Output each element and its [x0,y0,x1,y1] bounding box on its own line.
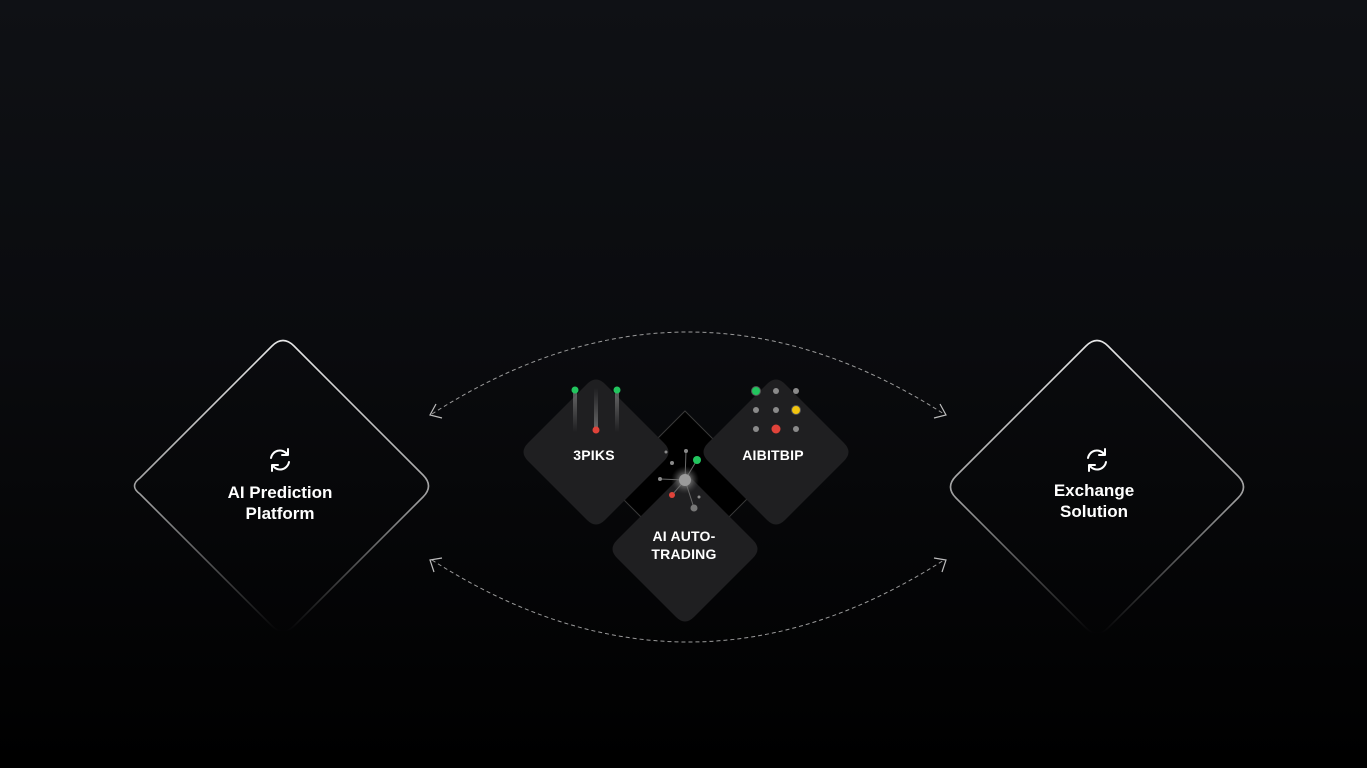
aibitbip-dot [753,426,759,432]
aibitbip-dot-yellow [791,405,801,415]
top-arrow-arc [431,331,945,415]
aibitbip-label: AIBITBIP [713,446,833,464]
aibitbip-dot [773,407,779,413]
network-node [690,504,698,512]
aibitbip-dot [773,388,779,394]
network-node [684,449,688,453]
piks-label: 3PIKS [534,446,654,464]
hub-core [679,474,691,486]
network-node-green [693,456,701,464]
network-node [658,477,662,481]
piks-bar-1 [573,390,577,432]
piks-bar-1-dot [571,386,579,394]
network-node [697,495,701,499]
aibitbip-dot-red [771,424,781,434]
piks-bar-2-dot [592,426,600,434]
autotrading-label: AI AUTO- TRADING [624,527,744,563]
piks-label-text: 3PIKS [573,447,615,463]
piks-bar-3 [615,390,619,432]
aibitbip-dot [753,407,759,413]
piks-diamond [523,379,669,525]
bottom-arrow-right-head [933,557,947,573]
aibitbip-label-text: AIBITBIP [742,447,804,463]
aibitbip-dot [793,426,799,432]
network-node-red [669,492,675,498]
refresh-icon [1083,446,1111,474]
network-node [664,450,668,454]
network-node [670,461,674,465]
aibitbip-dot-grid [751,386,801,434]
right-node-line2: Solution [1060,502,1128,521]
aibitbip-dot [793,388,799,394]
right-diamond [949,339,1245,635]
piks-bar-3-dot [613,386,621,394]
autotrading-line1: AI AUTO- [652,528,716,544]
autotrading-line2: TRADING [651,546,717,562]
exchange-solution-label: Exchange Solution [994,480,1194,522]
bottom-arrow-left-head [429,557,443,573]
bottom-arrow-arc [431,559,945,643]
right-node-line1: Exchange [1053,481,1135,500]
top-arrow-right-head [933,403,947,419]
left-diamond [133,339,430,633]
ai-prediction-platform-label: AI Prediction Platform [180,482,380,524]
left-node-line2: Platform [245,504,315,523]
left-node-line1: AI Prediction [227,483,333,502]
aibitbip-diamond [703,379,849,525]
aibitbip-dot-green [751,386,761,396]
refresh-icon [266,446,294,474]
auto-trading-network [658,449,701,512]
top-arrow-left-head [429,403,443,419]
piks-bar-2 [594,388,598,430]
autotrading-diamond [612,476,758,622]
